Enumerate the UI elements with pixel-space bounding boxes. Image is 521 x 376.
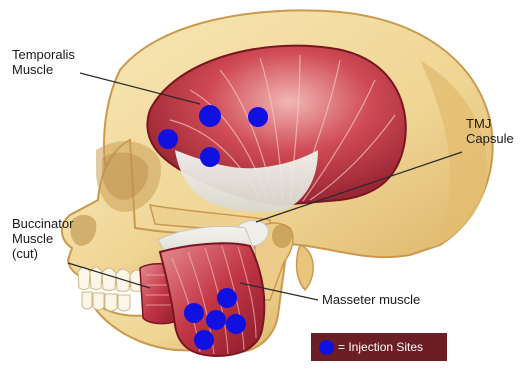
injection-sites-legend: = Injection Sites (311, 333, 447, 361)
injection-site (158, 129, 178, 149)
injection-site (248, 107, 268, 127)
legend-label: = Injection Sites (338, 340, 423, 354)
temporalis-label: Temporalis Muscle (12, 47, 75, 77)
injection-site (206, 310, 226, 330)
masseter-label: Masseter muscle (322, 292, 420, 307)
injection-site (200, 147, 220, 167)
buccinator-label: Buccinator Muscle (cut) (12, 216, 73, 261)
injection-site (217, 288, 237, 308)
lower-teeth (82, 292, 130, 311)
mastoid-process (297, 245, 314, 290)
upper-teeth (78, 267, 144, 292)
injection-site-marker-icon (319, 340, 334, 355)
injection-site (194, 330, 214, 350)
injection-site (184, 303, 204, 323)
tmj-capsule-label: TMJ Capsule (466, 116, 514, 146)
injection-site (199, 105, 221, 127)
injection-site (226, 314, 246, 334)
ear-canal (272, 224, 292, 248)
